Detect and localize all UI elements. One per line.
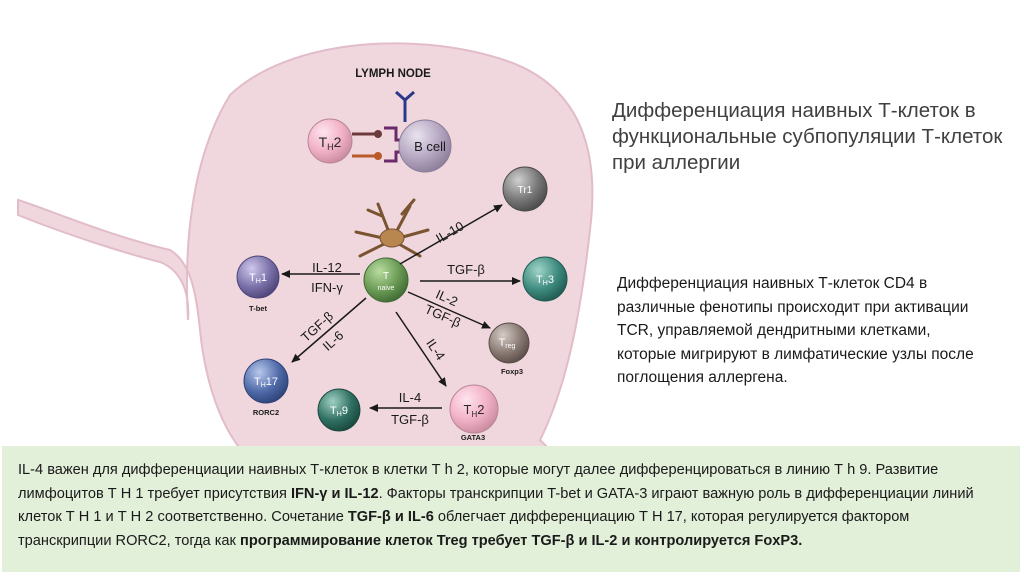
svg-text:TH2: TH2 (319, 134, 342, 152)
svg-text:TH17: TH17 (254, 376, 278, 389)
slide-title: Дифференциация наивных Т-клеток в функци… (612, 99, 1003, 174)
tr1-cell: Tr1 (502, 166, 548, 212)
lymph-node-shape (17, 42, 594, 461)
th17-cell: TH17 RORC2 (243, 358, 289, 417)
bcell: B cell (398, 119, 452, 173)
tf-rorc2: RORC2 (253, 408, 279, 417)
th9-cell: TH9 (317, 388, 361, 432)
th2-cell-top: TH2 (307, 118, 353, 164)
svg-text:TH1: TH1 (249, 272, 267, 285)
label-tgfb-th3: TGF-β (447, 262, 485, 277)
svg-text:TH3: TH3 (536, 274, 554, 287)
svg-text:Tr1: Tr1 (518, 185, 533, 196)
svg-text:T: T (383, 271, 389, 282)
tf-tbet: T-bet (249, 304, 267, 313)
bottom-text-2: . Факторы транскрипции T-bet и GATA-3 иг… (18, 485, 974, 526)
arrow-to-th17 (291, 297, 367, 363)
arrow-to-tr1 (399, 204, 503, 265)
label-ifng: IFN-γ (311, 280, 343, 295)
th3-cell: TH3 (522, 256, 568, 302)
bottom-text-1: IL-4 важен для дифференциации наивных Т-… (18, 462, 939, 502)
tf-gata3: GATA3 (461, 433, 485, 442)
naive-t-cell: T naive (363, 257, 409, 303)
bottom-bold-3: программирование клеток Treg требует TGF… (240, 532, 803, 549)
bottom-text-box: IL-4 важен для дифференциации наивных Т-… (2, 446, 1020, 572)
arrow-to-th2 (395, 311, 447, 387)
label-tgfb-th9: TGF-β (391, 412, 429, 427)
bottom-text-3: облегчает дифференциацию Т Н 17, которая… (18, 509, 910, 549)
dendritic-cell-icon (354, 198, 430, 258)
label-il12: IL-12 (312, 260, 342, 275)
bottom-bold-1: IFN-γ и IL-12 (290, 485, 379, 502)
th2-cell-bottom: TH2 GATA3 (449, 384, 499, 442)
svg-text:Treg: Treg (499, 337, 516, 350)
svg-text:TH9: TH9 (330, 405, 348, 418)
tf-foxp3: Foxp3 (501, 367, 523, 376)
th1-cell: TH1 T-bet (236, 255, 280, 313)
lymph-node-title: LYMPH NODE (355, 68, 431, 80)
svg-text:TH2: TH2 (464, 402, 485, 419)
antibody-icon (395, 90, 415, 122)
svg-text:B cell: B cell (414, 139, 446, 154)
differentiation-arrows (281, 204, 521, 412)
slide-description: Дифференциация наивных Т-клеток CD4 в ра… (617, 275, 974, 386)
treg-cell: Treg Foxp3 (488, 322, 530, 376)
bottom-bold-2: TGF-β и IL-6 (347, 509, 434, 525)
arrow-to-treg (407, 291, 491, 329)
svg-text:naive: naive (378, 285, 395, 292)
label-il4-th9: IL-4 (399, 390, 421, 405)
